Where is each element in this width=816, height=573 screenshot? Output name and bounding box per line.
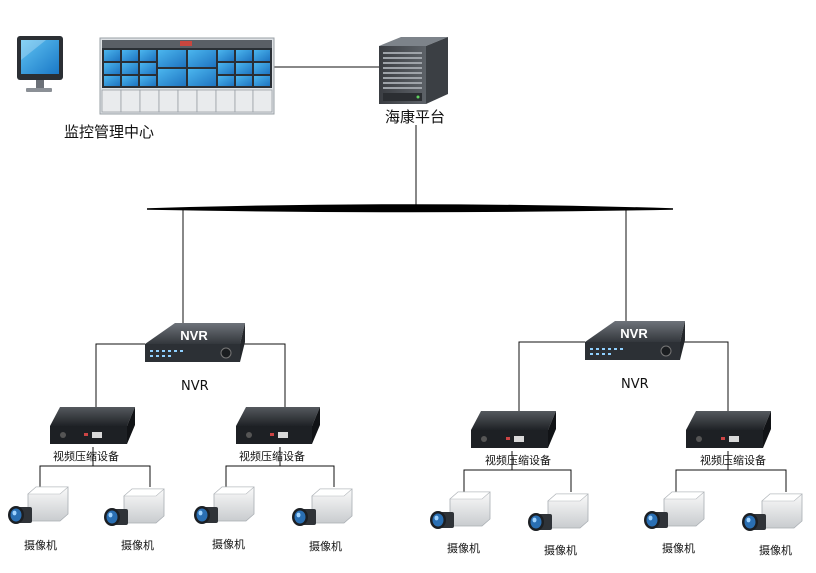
camera-label-3: 摄像机 xyxy=(212,538,245,551)
camera-icon xyxy=(430,491,491,529)
camera-icon xyxy=(742,493,803,531)
server-icon xyxy=(379,37,448,104)
nvr-face-label-right: NVR xyxy=(620,326,648,341)
encoder-device-2 xyxy=(236,407,320,444)
camera-group xyxy=(8,486,803,531)
camera-icon xyxy=(292,488,353,526)
camera-label-4: 摄像机 xyxy=(309,540,342,553)
camera-label-6: 摄像机 xyxy=(544,544,577,557)
camera-label-7: 摄像机 xyxy=(662,542,695,555)
camera-icon xyxy=(104,488,165,526)
video-wall-icon xyxy=(99,37,275,115)
encoder-device-1 xyxy=(50,407,135,444)
nvr-face-label-left: NVR xyxy=(180,328,208,343)
nvr-label-left: NVR xyxy=(181,379,209,394)
camera-label-5: 摄像机 xyxy=(447,542,480,555)
camera-label-8: 摄像机 xyxy=(759,544,792,557)
encoder-label-3: 视频压缩设备 xyxy=(485,454,551,467)
camera-icon xyxy=(528,493,589,531)
camera-label-2: 摄像机 xyxy=(121,539,154,552)
platform-label: 海康平台 xyxy=(385,108,446,126)
monitor-icon xyxy=(17,36,63,92)
monitoring-center-label: 监控管理中心 xyxy=(64,123,155,141)
camera-icon xyxy=(194,486,255,524)
encoder-label-2: 视频压缩设备 xyxy=(239,450,305,463)
nvr-device-right: NVR xyxy=(585,321,685,360)
encoder-device-4 xyxy=(686,411,771,448)
network-backbone xyxy=(146,204,674,213)
encoder-label-1: 视频压缩设备 xyxy=(53,450,119,463)
nvr-label-right: NVR xyxy=(621,377,649,392)
encoder-label-4: 视频压缩设备 xyxy=(700,454,766,467)
connection-lines xyxy=(39,66,787,492)
camera-icon xyxy=(8,486,69,524)
camera-label-1: 摄像机 xyxy=(24,539,57,552)
camera-icon xyxy=(644,491,705,529)
encoder-device-3 xyxy=(471,411,556,448)
nvr-device-left: NVR xyxy=(145,323,245,362)
